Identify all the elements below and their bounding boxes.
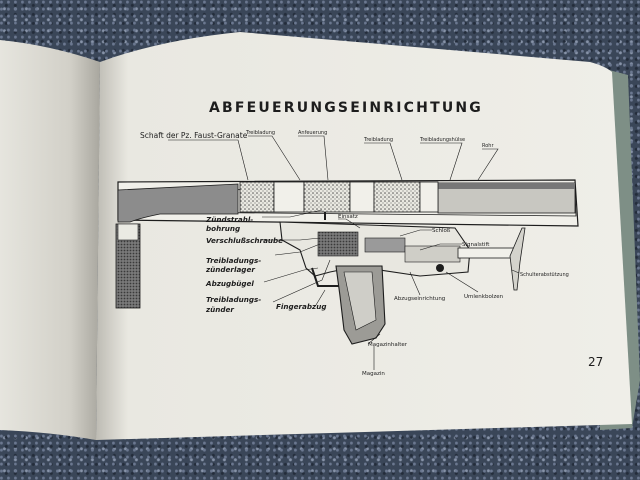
label-zuender-1: Treibladungs- [206,295,261,304]
label-fingerabzug: Fingerabzug [276,302,327,311]
label-zuenderlager-1: Treibladungs- [206,256,261,265]
propellant-charge-1 [239,181,275,213]
label-einsatz: Einsatz [338,214,358,220]
propellant-charge-2 [303,181,351,213]
label-treibladung-1: Treibladung [245,130,275,136]
label-zuender-2: zünder [205,305,234,314]
grenade-shaft [117,183,239,223]
label-abzugseinrichtung: Abzugseinrichtung [394,296,445,302]
label-magazin: Magazin [362,371,385,377]
label-treibladung-2: Treibladung [363,137,393,143]
label-zuendstrahl-2: bohrung [206,224,240,233]
label-zuenderlager-2: zünderlager [205,265,255,274]
label-signalstift: Signalstift [462,242,490,248]
diagram-labels: Schaft der Pz. Faust-Granate Treibladung… [140,130,569,377]
weapon-diagram [115,179,579,345]
label-schloss: Schloß [432,228,451,234]
label-zuendstrahl-1: Zündstrahl- [205,215,253,224]
shoulder-stop [509,227,526,291]
label-magazinhalter: Magazinhalter [368,342,408,348]
page-number: 27 [588,355,603,369]
label-anfeuerung: Anfeuerung [298,130,327,136]
page-title: ABFEUERUNGSEINRICHTUNG [209,100,483,116]
label-schulterstuetze: Schulterabstützung [520,272,569,278]
label-treibladungshuelse: Treibladungshülse [419,137,465,143]
label-abzugbuegel: Abzugbügel [205,279,254,288]
label-rohr: Rohr [482,143,494,149]
left-page [0,40,100,440]
propellant-charge-3 [373,181,421,213]
label-schaft: Schaft der Pz. Faust-Granate [140,131,248,140]
label-umlenkbolzen: Umlenkbolzen [464,294,504,300]
label-verschluss: Verschlußschraube [206,236,283,245]
